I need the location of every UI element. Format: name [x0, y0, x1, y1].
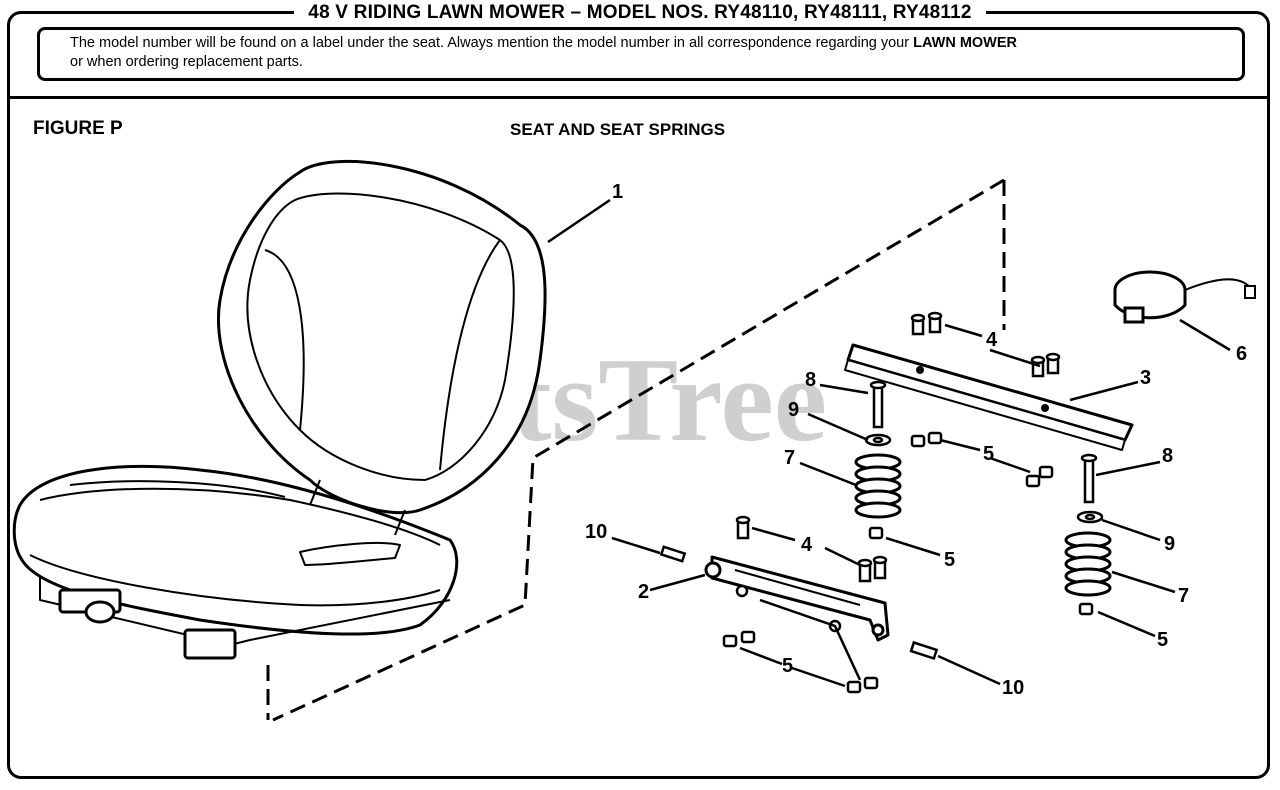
model-number-notice: The model number will be found on a labe… [37, 27, 1245, 81]
seat-switch [1113, 270, 1256, 324]
header-title-text: 48 V RIDING LAWN MOWER – MODEL NOS. RY48… [294, 2, 986, 23]
callout-9-right: 9 [1164, 533, 1175, 555]
header-title: 48 V RIDING LAWN MOWER – MODEL NOS. RY48… [0, 2, 1280, 24]
notice-text-before: The model number will be found on a labe… [70, 35, 914, 51]
callouts: 1 2 3 4 4 5 5 5 5 6 7 7 8 8 9 9 10 10 [585, 181, 1247, 699]
callout-8-left: 8 [805, 369, 816, 391]
callout-4-top: 4 [986, 329, 998, 351]
callout-2: 2 [638, 581, 649, 603]
seat-bracket-bottom [704, 555, 890, 642]
callout-8-right: 8 [1162, 445, 1173, 467]
header-divider [10, 96, 1267, 99]
callout-7-right: 7 [1178, 585, 1189, 607]
callout-1: 1 [612, 181, 623, 203]
spring-left [854, 453, 902, 519]
figure-label: FIGURE P [33, 118, 123, 139]
callout-5-bottom: 5 [782, 655, 793, 677]
callout-10-bottom: 10 [1002, 677, 1024, 699]
phantom-lines [266, 178, 1006, 722]
callout-4-bottom: 4 [801, 534, 813, 556]
seat-bracket-top [844, 343, 1134, 451]
callout-9-left: 9 [788, 399, 799, 421]
spring-right [1064, 531, 1112, 597]
leader-lines [547, 198, 1231, 688]
callout-7-left: 7 [784, 447, 795, 469]
notice-emphasis: LAWN MOWER [913, 35, 1018, 51]
callout-5-middle: 5 [944, 549, 955, 571]
notice-text-after: or when ordering replacement parts. [70, 54, 303, 70]
figure-title: SEAT AND SEAT SPRINGS [510, 120, 726, 139]
callout-5-upper: 5 [983, 443, 994, 465]
callout-6: 6 [1236, 343, 1247, 365]
seat-assembly [12, 159, 547, 660]
callout-3: 3 [1140, 367, 1151, 389]
callout-5-right: 5 [1157, 629, 1168, 651]
callout-10-left: 10 [585, 521, 607, 543]
